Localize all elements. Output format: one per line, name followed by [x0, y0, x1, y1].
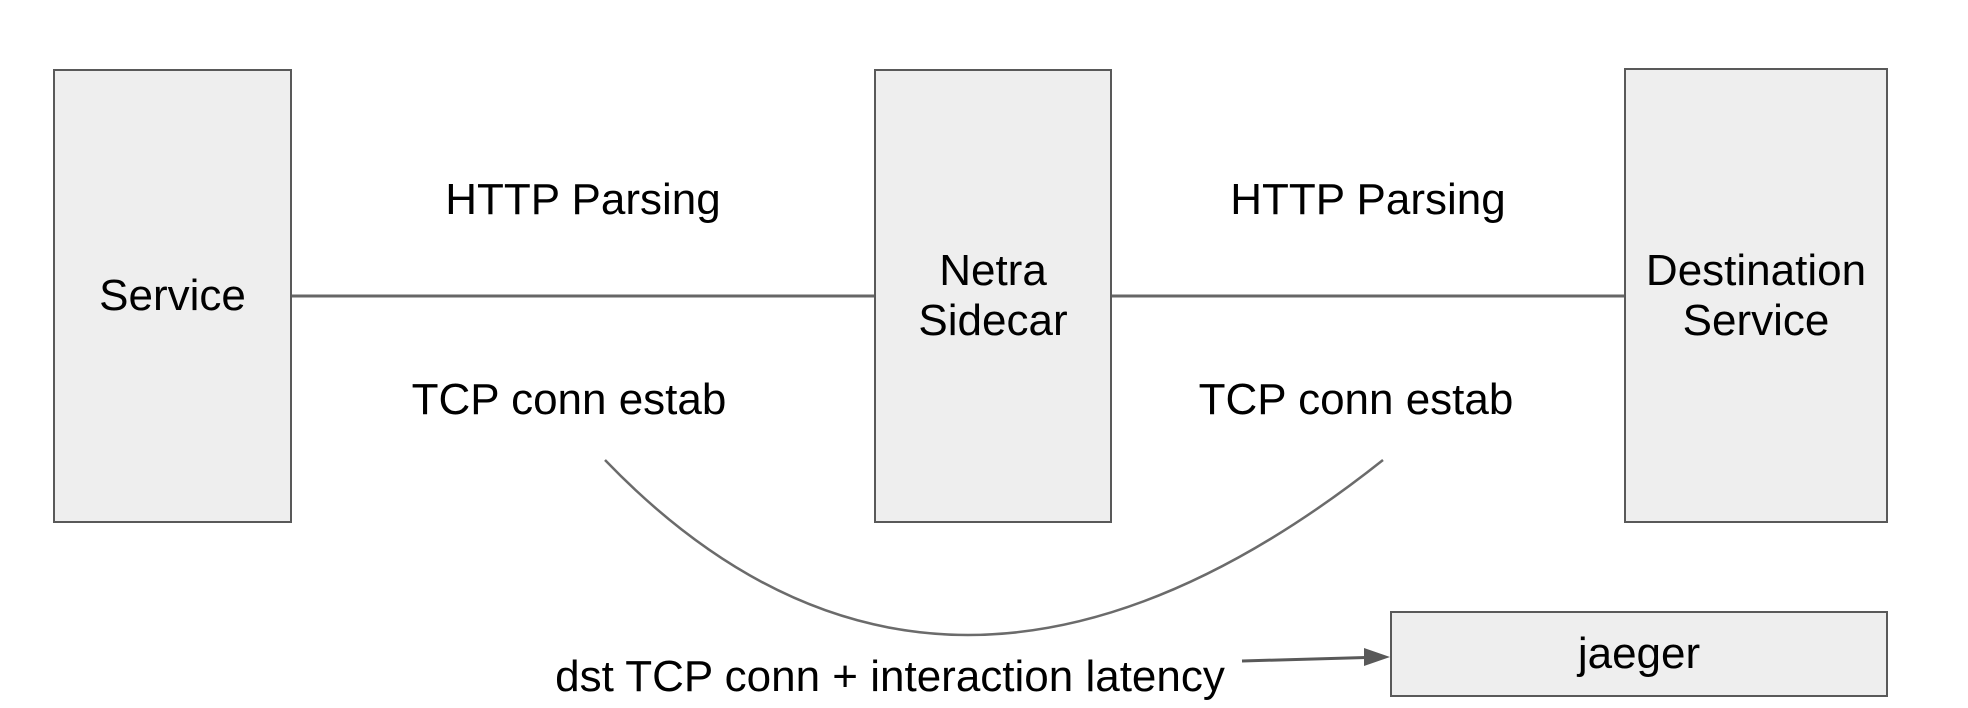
netra-sidecar-node-label-line2: Sidecar: [918, 296, 1068, 345]
jaeger-flow-label: dst TCP conn + interaction latency: [555, 652, 1225, 701]
edge-flow-to-jaeger: [1241, 656, 1367, 663]
service-node: Service: [53, 69, 292, 523]
netra-sidecar-node-label-line1: Netra: [939, 246, 1047, 295]
http-parsing-label-right: HTTP Parsing: [1230, 175, 1506, 224]
netra-sidecar-node: Netra Sidecar: [874, 69, 1112, 523]
http-parsing-label-left: HTTP Parsing: [445, 175, 721, 224]
jaeger-node: jaeger: [1390, 611, 1888, 697]
destination-service-node-label-line1: Destination: [1645, 245, 1867, 295]
service-node-label: Service: [99, 271, 246, 320]
tcp-conn-estab-label-right: TCP conn estab: [1198, 375, 1514, 424]
destination-service-node-label-line2: Service: [1682, 295, 1830, 345]
tcp-conn-estab-label-left: TCP conn estab: [411, 375, 727, 424]
arrowhead-icon: [1364, 648, 1390, 666]
jaeger-node-label: jaeger: [1577, 629, 1701, 678]
destination-service-node: Destination Service: [1624, 68, 1888, 523]
edge-tcp-estab-arc: [604, 459, 1384, 637]
